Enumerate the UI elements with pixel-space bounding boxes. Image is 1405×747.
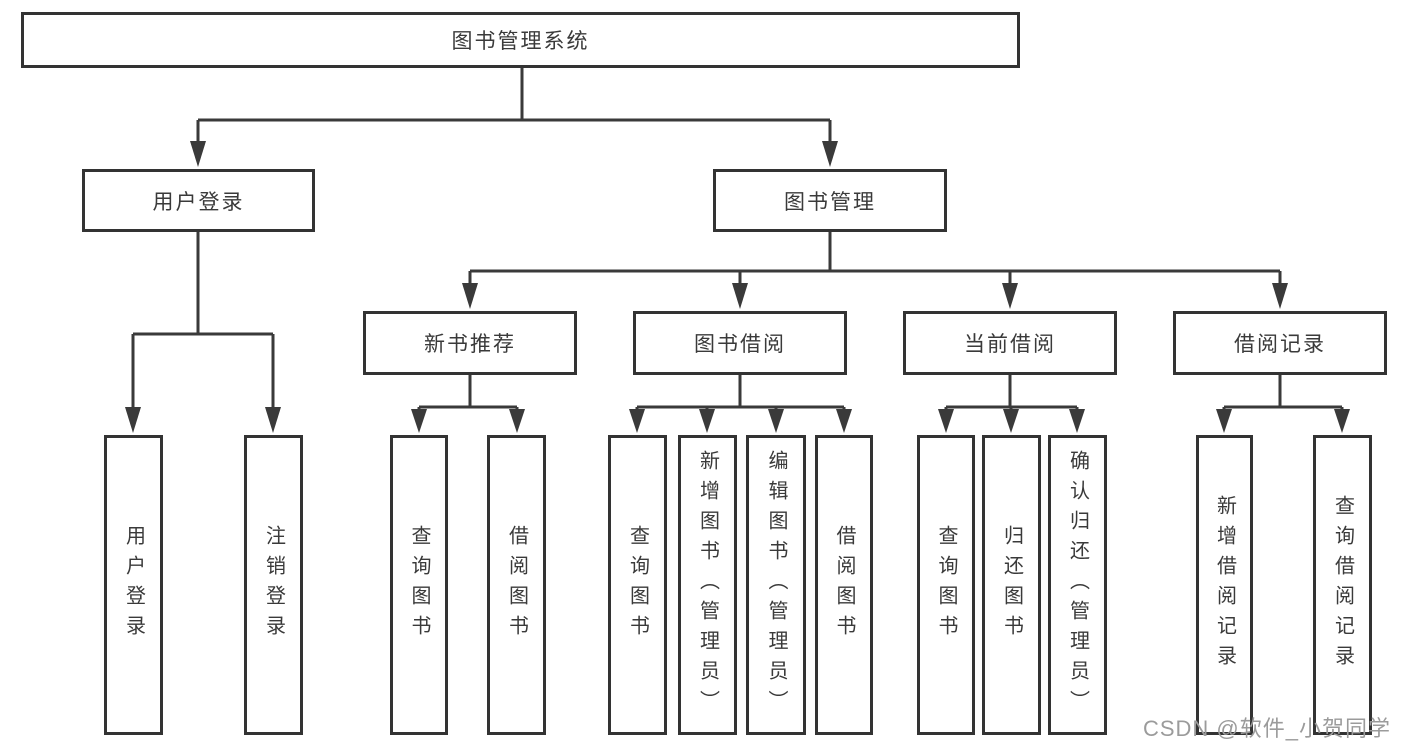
node-label: 图书管理系统 [451,30,590,53]
leaf-query-borrow-record: 查询借阅记录 [1313,435,1372,735]
arrowhead-icons [125,141,1350,433]
leaf-label: 新增借阅记录 [1213,495,1236,675]
leaf-label: 编辑图书（管理员） [765,450,787,720]
node-label: 借阅记录 [1234,333,1326,356]
leaf-logout: 注销登录 [244,435,303,735]
leaf-borrow-books: 借阅图书 [487,435,546,735]
leaf-label: 查询图书 [408,525,430,645]
node-book-management: 图书管理 [713,169,947,232]
node-label: 用户登录 [152,190,245,214]
leaf-label: 新增图书（管理员） [696,450,719,720]
node-user-login: 用户登录 [82,169,315,232]
leaf-add-borrow-record: 新增借阅记录 [1196,435,1253,735]
leaf-label: 归还图书 [1000,525,1023,645]
node-new-book-recommendation: 新书推荐 [363,311,577,375]
leaf-label: 用户登录 [122,525,145,645]
leaf-label: 查询借阅记录 [1331,495,1354,675]
leaf-label: 查询图书 [935,525,957,645]
leaf-label: 确认归还（管理员） [1066,450,1089,720]
node-label: 图书管理 [784,190,876,214]
leaf-query-books: 查询图书 [917,435,975,735]
leaf-label: 借阅图书 [505,525,528,645]
leaf-query-books: 查询图书 [390,435,448,735]
leaf-label: 借阅图书 [833,525,855,645]
leaf-edit-book-admin: 编辑图书（管理员） [746,435,806,735]
leaf-query-books: 查询图书 [608,435,667,735]
node-book-borrowing: 图书借阅 [633,311,847,375]
leaf-label: 注销登录 [262,525,285,645]
leaf-add-book-admin: 新增图书（管理员） [678,435,737,735]
node-borrowing-records: 借阅记录 [1173,311,1387,375]
node-library-management-system: 图书管理系统 [21,12,1020,68]
leaf-borrow-books: 借阅图书 [815,435,873,735]
node-label: 新书推荐 [424,333,516,356]
leaf-user-login: 用户登录 [104,435,163,735]
watermark: CSDN @软件_小贺同学 [1142,716,1391,741]
node-label: 图书借阅 [694,333,786,356]
leaf-confirm-return-admin: 确认归还（管理员） [1048,435,1107,735]
leaf-label: 查询图书 [626,525,649,645]
leaf-return-books: 归还图书 [982,435,1041,735]
node-label: 当前借阅 [964,333,1056,356]
node-current-borrowing: 当前借阅 [903,311,1117,375]
